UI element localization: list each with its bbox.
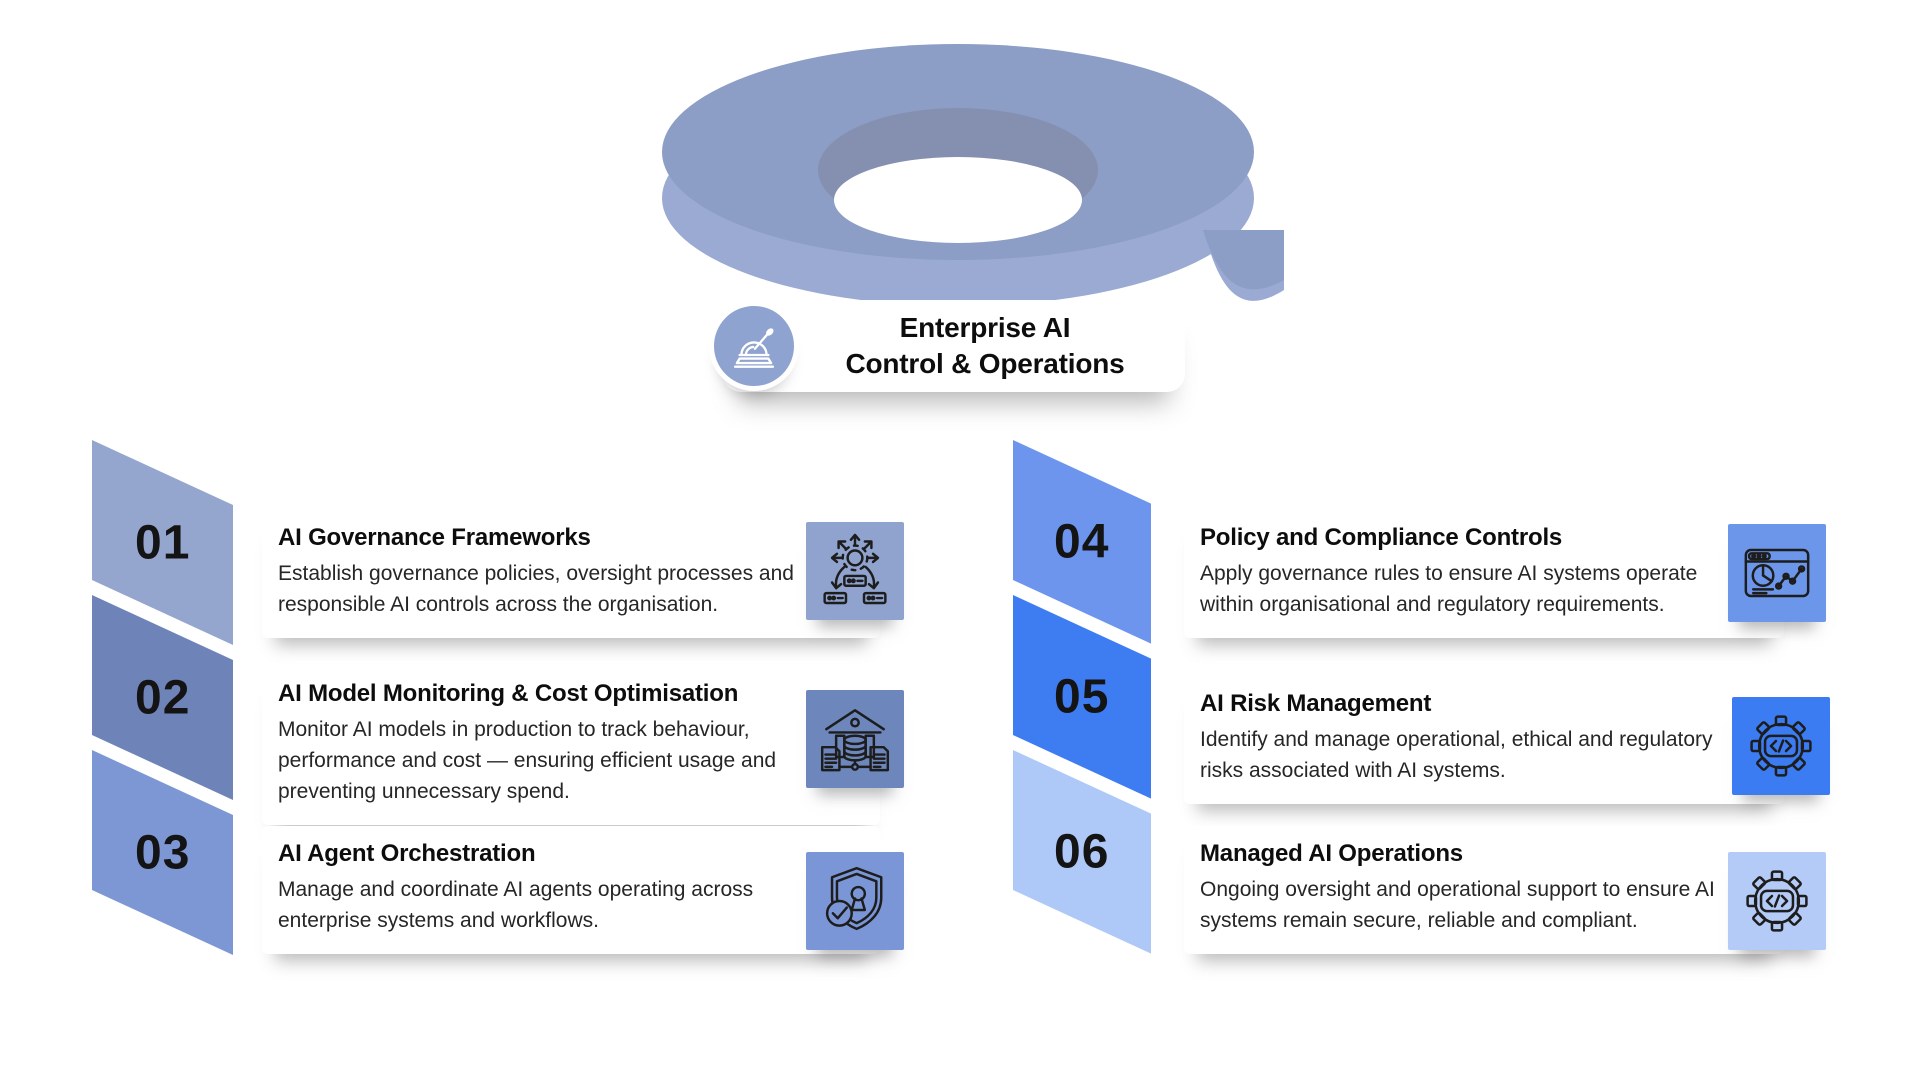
item-card-02: AI Model Monitoring & Cost Optimisation … <box>262 666 880 825</box>
badge-05-number: 05 <box>1054 670 1110 724</box>
item-card-01: AI Governance Frameworks Establish gover… <box>262 510 880 638</box>
item-04-description: Apply governance rules to ensure AI syst… <box>1200 562 1698 616</box>
item-03-title: AI Agent Orchestration <box>278 840 536 867</box>
gear-code-icon <box>1728 852 1826 950</box>
browser-analytics-icon <box>1728 524 1826 622</box>
page-title-line1: Enterprise AI <box>899 312 1071 343</box>
gear-distribution-icon <box>806 522 904 620</box>
item-06-description: Ongoing oversight and operational suppor… <box>1200 878 1715 932</box>
control-lever-icon <box>709 301 799 391</box>
item-05-title: AI Risk Management <box>1200 690 1432 717</box>
badge-03-number: 03 <box>134 825 191 879</box>
item-01-description: Establish governance policies, oversight… <box>278 562 794 616</box>
badge-01-number: 01 <box>134 515 191 569</box>
badge-06-number: 06 <box>1054 825 1110 879</box>
gear-code-icon <box>1732 697 1830 795</box>
item-04-title: Policy and Compliance Controls <box>1200 524 1563 551</box>
page-title-line2: Control & Operations <box>845 348 1125 379</box>
donut-3d-shape <box>662 44 1284 306</box>
item-06-title: Managed AI Operations <box>1200 840 1463 867</box>
bank-database-icon <box>806 690 904 788</box>
badge-04-number: 04 <box>1054 515 1110 569</box>
item-card-06: Managed AI Operations Ongoing oversight … <box>1184 826 1784 954</box>
item-02-description: Monitor AI models in production to track… <box>278 718 777 803</box>
item-02-title: AI Model Monitoring & Cost Optimisation <box>278 680 739 707</box>
item-card-05: AI Risk Management Identify and manage o… <box>1184 676 1784 804</box>
shield-check-icon <box>806 852 904 950</box>
item-03-description: Manage and coordinate AI agents operatin… <box>278 878 754 932</box>
badge-02-number: 02 <box>134 670 191 724</box>
header-card: Enterprise AI Control & Operations <box>709 300 1185 392</box>
item-card-03: AI Agent Orchestration Manage and coordi… <box>262 826 880 954</box>
item-01-title: AI Governance Frameworks <box>278 524 591 551</box>
item-card-04: Policy and Compliance Controls Apply gov… <box>1184 510 1784 638</box>
item-05-description: Identify and manage operational, ethical… <box>1200 728 1713 782</box>
page-title: Enterprise AI Control & Operations <box>723 310 1185 382</box>
